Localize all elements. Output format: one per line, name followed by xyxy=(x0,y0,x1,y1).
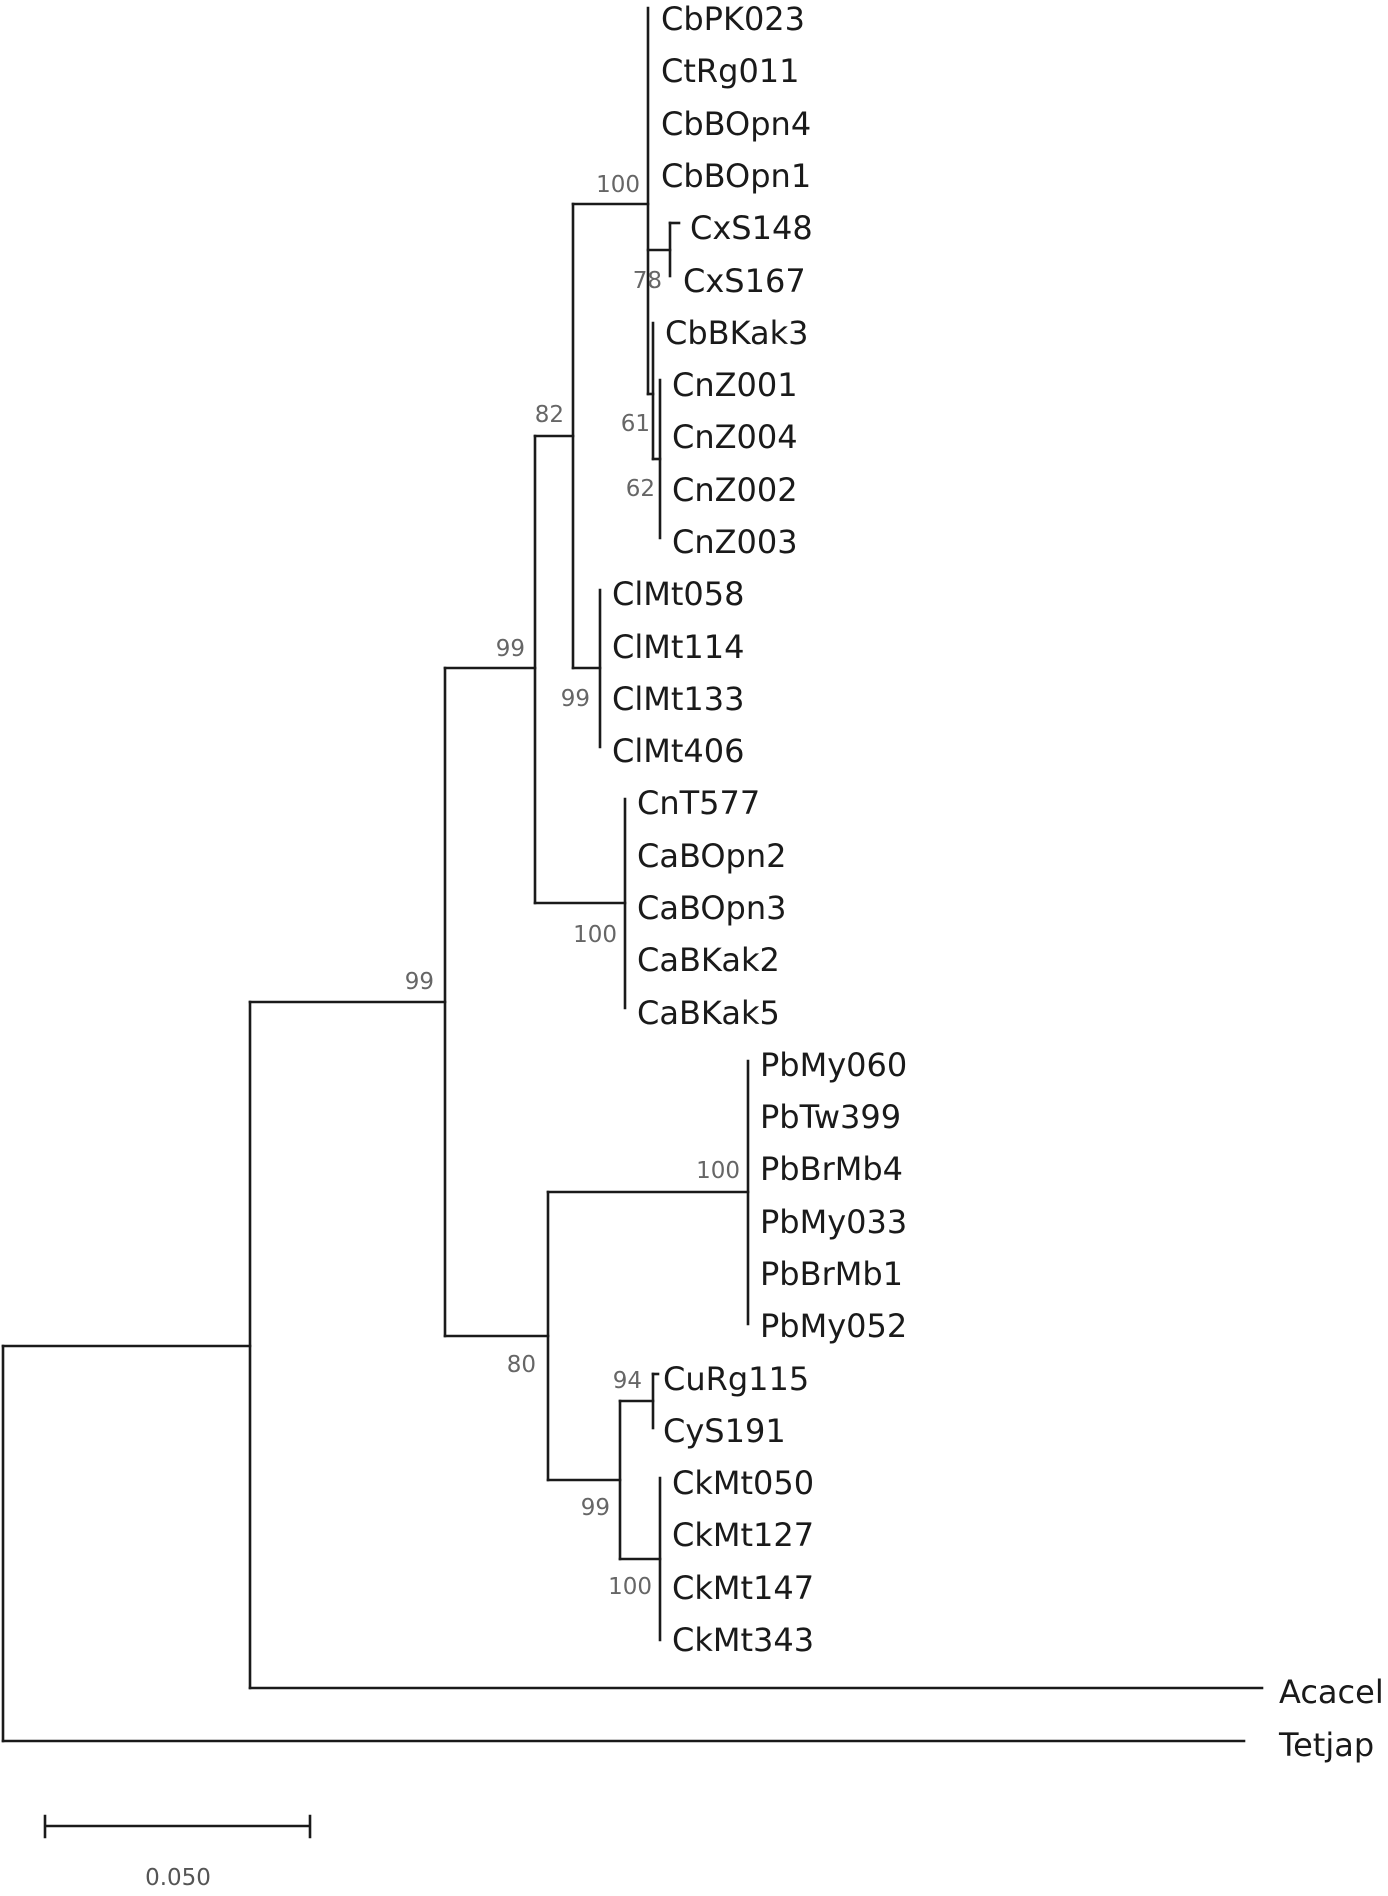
support-value: 94 xyxy=(613,1368,642,1394)
scale-bar-line xyxy=(43,1814,312,1839)
scale-bar-label: 0.050 xyxy=(145,1865,211,1891)
taxon-label: PbBrMb1 xyxy=(760,1255,903,1293)
taxon-label: ClMt406 xyxy=(612,732,744,770)
taxon-label: CuRg115 xyxy=(663,1360,809,1398)
taxon-label: CnT577 xyxy=(637,784,760,822)
support-value: 99 xyxy=(496,636,525,662)
taxon-label: CaBOpn3 xyxy=(637,889,786,927)
support-value: 62 xyxy=(626,476,655,502)
support-value: 100 xyxy=(573,922,617,948)
support-value: 78 xyxy=(633,268,662,294)
taxon-label: CbBOpn4 xyxy=(661,105,811,143)
taxon-label: CnZ003 xyxy=(672,523,798,561)
support-value: 100 xyxy=(608,1574,652,1600)
taxon-label: Tetjap xyxy=(1278,1726,1374,1764)
taxon-label: CkMt050 xyxy=(672,1464,814,1502)
support-value: 99 xyxy=(581,1495,610,1521)
support-value: 99 xyxy=(561,686,590,712)
support-value: 99 xyxy=(405,969,434,995)
support-value: 80 xyxy=(507,1352,536,1378)
support-values: 100 78 61 62 82 99 99 99 100 100 80 94 9… xyxy=(405,172,740,1600)
taxon-label: CaBKak2 xyxy=(637,941,780,979)
taxon-label: CkMt127 xyxy=(672,1516,814,1554)
support-value: 100 xyxy=(596,172,640,198)
taxon-label: CaBOpn2 xyxy=(637,837,786,875)
taxon-label: CyS191 xyxy=(663,1412,786,1450)
taxon-label: PbMy052 xyxy=(760,1307,907,1345)
taxon-label: CkMt147 xyxy=(672,1569,814,1607)
taxon-label: CbBKak3 xyxy=(665,314,809,352)
support-value: 100 xyxy=(696,1158,740,1184)
taxon-label: CxS167 xyxy=(683,262,806,300)
support-value: 82 xyxy=(535,402,564,428)
taxon-label: ClMt133 xyxy=(612,680,744,718)
taxon-label: CaBKak5 xyxy=(637,994,780,1032)
taxon-label: CbPK023 xyxy=(661,0,805,38)
taxon-label: ClMt058 xyxy=(612,575,744,613)
taxon-label: CxS148 xyxy=(690,209,813,247)
scale-bar: 0.050 xyxy=(43,1814,312,1891)
taxon-label: Acacel xyxy=(1279,1673,1384,1711)
taxon-label: PbMy033 xyxy=(760,1203,907,1241)
tree-branches xyxy=(1,6,1264,1743)
taxon-label: CtRg011 xyxy=(661,52,800,90)
taxon-label: ClMt114 xyxy=(612,628,744,666)
taxon-labels: CbPK023 CtRg011 CbBOpn4 CbBOpn1 CxS148 C… xyxy=(612,0,1384,1764)
taxon-label: PbMy060 xyxy=(760,1046,907,1084)
support-value: 61 xyxy=(621,411,650,437)
taxon-label: CnZ001 xyxy=(672,366,798,404)
taxon-label: CnZ004 xyxy=(672,418,798,456)
taxon-label: CkMt343 xyxy=(672,1621,814,1659)
taxon-label: CnZ002 xyxy=(672,471,798,509)
taxon-label: CbBOpn1 xyxy=(661,157,811,195)
taxon-label: PbBrMb4 xyxy=(760,1150,903,1188)
taxon-label: PbTw399 xyxy=(760,1098,901,1136)
